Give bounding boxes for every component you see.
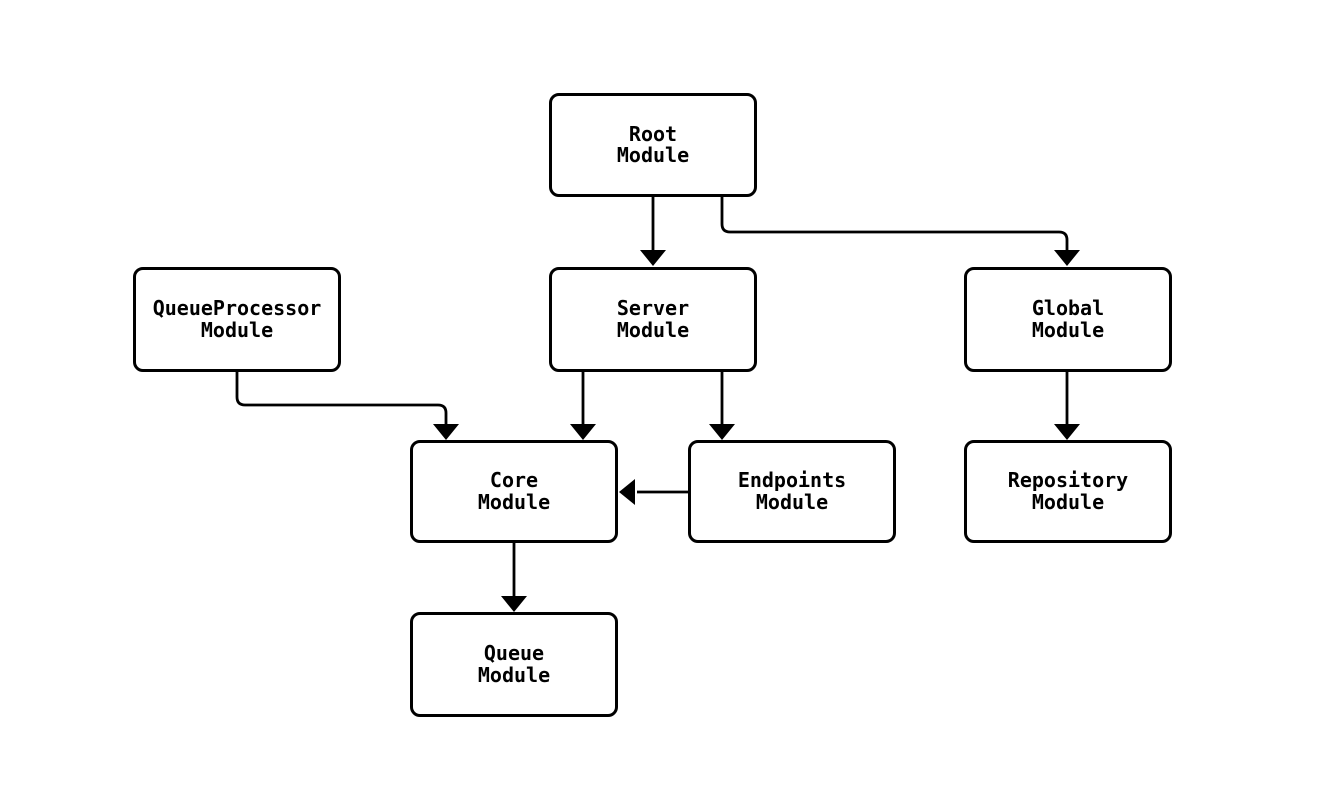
edge-queueprocessor-to-core — [235, 372, 459, 440]
edge-root-to-global — [720, 197, 1080, 266]
edge-root-to-server — [640, 197, 666, 266]
edge-endpoints-to-core — [619, 479, 688, 505]
node-label: QueueProcessor Module — [152, 296, 322, 342]
node-global-module: Global Module — [964, 267, 1172, 372]
node-repository-module: Repository Module — [964, 440, 1172, 543]
edge-server-to-core — [570, 372, 596, 440]
node-label: Repository Module — [1007, 468, 1129, 514]
node-root-module: Root Module — [549, 93, 757, 197]
edge-global-to-repository — [1054, 372, 1080, 440]
node-queueprocessor-module: QueueProcessor Module — [133, 267, 341, 372]
node-queue-module: Queue Module — [410, 612, 618, 717]
node-label: Queue Module — [477, 641, 551, 687]
node-label: Core Module — [477, 468, 551, 514]
node-core-module: Core Module — [410, 440, 618, 543]
node-label: Global Module — [1031, 296, 1105, 342]
node-label: Server Module — [616, 296, 690, 342]
node-label: Root Module — [616, 121, 690, 167]
node-label: Endpoints Module — [737, 468, 847, 514]
node-endpoints-module: Endpoints Module — [688, 440, 896, 543]
node-server-module: Server Module — [549, 267, 757, 372]
edge-server-to-endpoints — [709, 372, 735, 440]
edge-core-to-queue — [501, 543, 527, 612]
